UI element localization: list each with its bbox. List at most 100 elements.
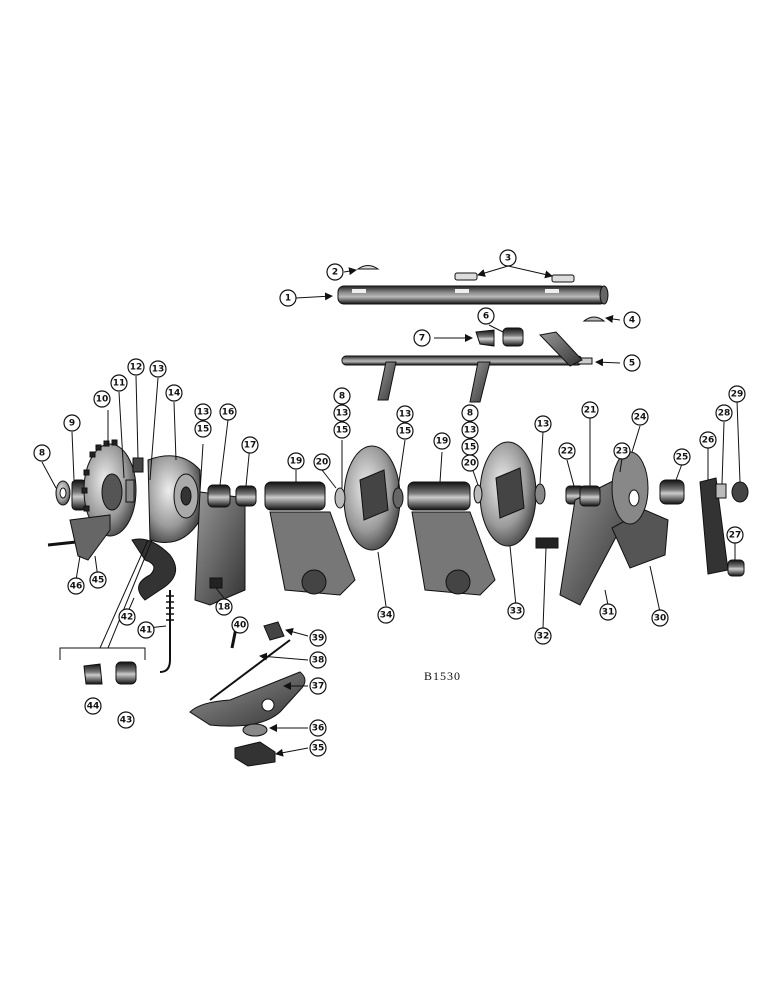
callout-number: 38 <box>312 656 325 666</box>
callout-32: 32 <box>534 627 552 645</box>
callout-6: 6 <box>477 307 495 325</box>
callout-number: 31 <box>602 608 615 618</box>
callout-circle <box>194 403 212 421</box>
part-4-key <box>582 316 606 322</box>
callout-circle <box>67 577 85 595</box>
callout-circle <box>333 404 351 422</box>
part-5-shaft <box>341 355 583 366</box>
callout-22: 22 <box>558 442 576 460</box>
callout-circle <box>287 452 305 470</box>
callout-number: 34 <box>380 611 393 621</box>
callout-12: 12 <box>127 358 145 376</box>
callout-circle <box>333 421 351 439</box>
part-21-bushing <box>579 485 601 507</box>
callout-number: 11 <box>113 379 126 389</box>
callout-circle <box>461 421 479 439</box>
part-20-ring <box>334 487 346 509</box>
part-39-clip <box>263 621 285 641</box>
callout-circle <box>461 454 479 472</box>
callout-circle <box>118 608 136 626</box>
frame-casting-right <box>411 511 496 596</box>
callout-21: 21 <box>581 401 599 419</box>
callout-circle <box>461 404 479 422</box>
callout-15: 15 <box>194 420 212 438</box>
callout-circle <box>309 739 327 757</box>
part-31-plate <box>559 479 626 606</box>
callout-43: 43 <box>117 711 135 729</box>
callout-number: 1 <box>285 294 291 304</box>
callout-15: 15 <box>396 422 414 440</box>
callout-number: 29 <box>731 390 744 400</box>
callout-number: 30 <box>654 614 667 624</box>
callout-8: 8 <box>461 404 479 422</box>
callout-45: 45 <box>89 571 107 589</box>
part-3-key <box>454 272 478 281</box>
part-1-shaft <box>337 285 607 305</box>
callout-circle <box>396 422 414 440</box>
callout-number: 4 <box>629 316 635 326</box>
callout-9: 9 <box>63 414 81 432</box>
part-29-nut <box>731 481 749 503</box>
part-12-part <box>132 457 144 473</box>
callout-number: 43 <box>120 716 133 726</box>
part-32-spring <box>535 537 559 549</box>
callout-circle <box>194 420 212 438</box>
callout-circle <box>623 311 641 329</box>
parts-artwork <box>47 265 749 767</box>
callout-circle <box>279 289 297 307</box>
callout-number: 22 <box>561 447 574 457</box>
callout-13: 13 <box>396 405 414 423</box>
callout-circle <box>110 374 128 392</box>
callout-number: 16 <box>222 408 235 418</box>
part-28-washer <box>715 483 727 499</box>
callout-circle <box>33 444 51 462</box>
part-19-tube-left <box>264 481 326 511</box>
callout-circle <box>333 387 351 405</box>
part-43-bushing <box>115 661 137 685</box>
callout-10: 10 <box>93 390 111 408</box>
part-19-tube-right <box>407 481 471 511</box>
callout-20: 20 <box>313 453 331 471</box>
callout-circle <box>127 358 145 376</box>
callout-circle <box>309 719 327 737</box>
callout-30: 30 <box>651 609 669 627</box>
callout-13: 13 <box>534 415 552 433</box>
callout-circle <box>413 329 431 347</box>
callout-number: 21 <box>584 406 597 416</box>
callout-circle <box>699 431 717 449</box>
callout-number: 46 <box>70 582 83 592</box>
callout-circle <box>165 384 183 402</box>
callout-number: 8 <box>467 409 473 419</box>
callout-28: 28 <box>715 404 733 422</box>
callout-circle <box>149 360 167 378</box>
callout-circle <box>89 571 107 589</box>
callout-41: 41 <box>137 621 155 639</box>
callout-number: 25 <box>676 453 689 463</box>
callout-number: 2 <box>332 268 338 278</box>
callout-circle <box>673 448 691 466</box>
callout-number: 36 <box>312 724 325 734</box>
part-27-bushing <box>727 559 745 577</box>
callout-number: 13 <box>464 426 477 436</box>
callout-circle <box>309 677 327 695</box>
callout-20: 20 <box>461 454 479 472</box>
callout-number: 33 <box>510 607 523 617</box>
callout-number: 32 <box>537 632 550 642</box>
callout-24: 24 <box>631 408 649 426</box>
callout-36: 36 <box>309 719 327 737</box>
callout-number: 28 <box>718 409 731 419</box>
part-11-part <box>125 479 135 503</box>
part-42-arm <box>131 538 177 601</box>
callout-number: 15 <box>399 427 412 437</box>
callout-number: 13 <box>537 420 550 430</box>
callout-number: 19 <box>290 457 303 467</box>
callout-circle <box>499 249 517 267</box>
part-6-bushing <box>502 327 524 347</box>
callout-number: 18 <box>218 603 231 613</box>
callout-number: 45 <box>92 576 105 586</box>
part-36-washer <box>242 723 268 737</box>
part-38-rod <box>209 639 291 701</box>
callout-29: 29 <box>728 385 746 403</box>
